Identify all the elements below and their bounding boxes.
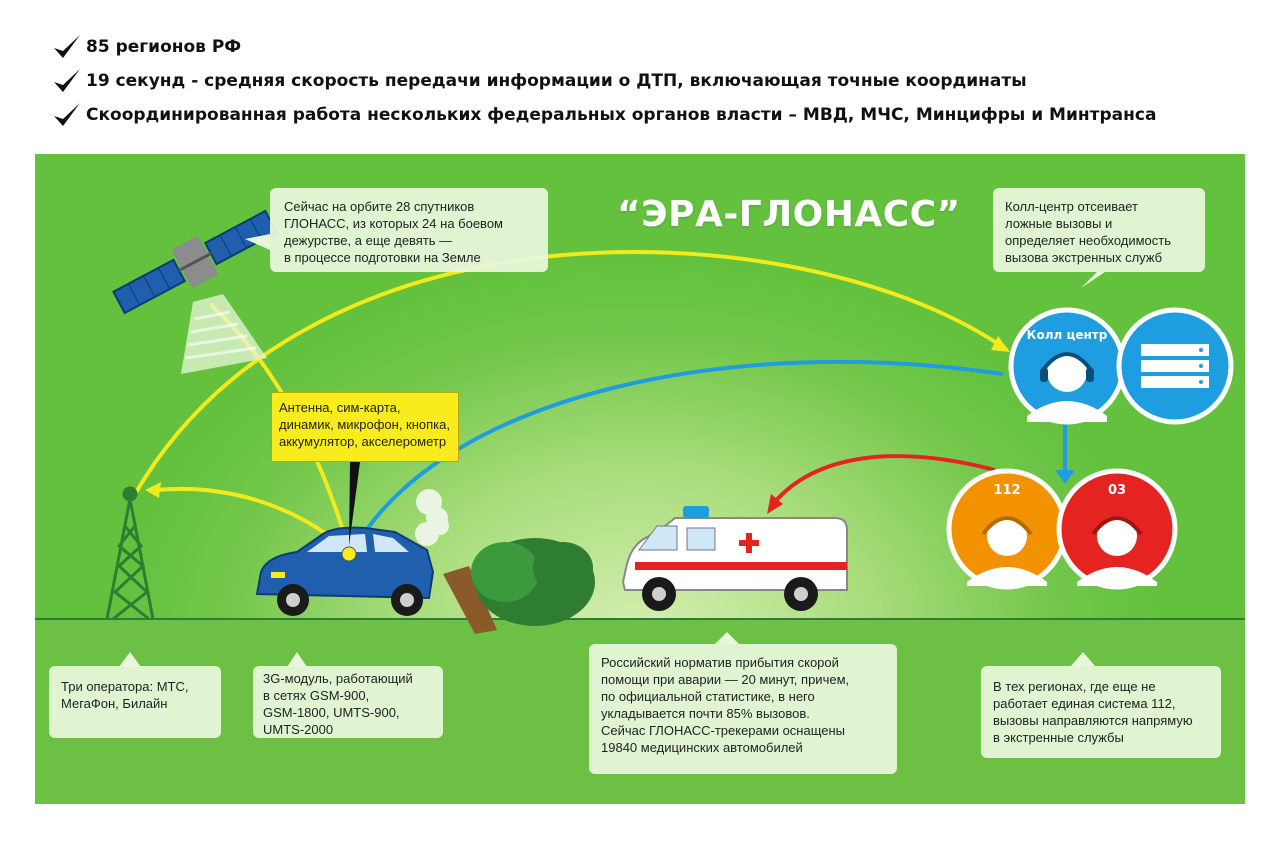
check-icon — [54, 103, 80, 126]
bullet-text: 19 секунд - средняя скорость передачи ин… — [86, 71, 1027, 91]
callcenter-label: Колл центр — [1027, 328, 1108, 342]
tree-icon — [443, 538, 595, 634]
satellite-icon — [112, 209, 278, 374]
operators-note: Три оператора: МТС, МегаФон, Билайн — [61, 679, 189, 711]
check-icon — [54, 35, 80, 58]
check-icon — [54, 69, 80, 92]
era-glonass-infographic: Колл центр 112 03 — [35, 154, 1245, 804]
device-callout: Антенна, сим-карта, динамик, микрофон, к… — [271, 392, 459, 462]
arrowhead — [1055, 470, 1075, 484]
bullet-text: 85 регионов РФ — [86, 37, 242, 57]
norm-callout: Российский норматив прибытия скорой помо… — [589, 644, 897, 774]
service-112-icon: 112 — [946, 468, 1068, 590]
bullet-item: 19 секунд - средняя скорость передачи ин… — [52, 64, 1156, 98]
callcenter-callout: Колл-центр отсеивает ложные вызовы и опр… — [993, 188, 1205, 272]
regions-note: В тех регионах, где еще не работает един… — [993, 679, 1193, 745]
service-03-icon: 03 — [1056, 468, 1178, 590]
cell-tower-icon — [105, 486, 155, 621]
operators-callout: Три оператора: МТС, МегаФон, Билайн — [49, 666, 221, 738]
callout-pointer — [287, 652, 307, 667]
server-icon — [1116, 307, 1234, 425]
module-note: 3G-модуль, работающий в сетях GSM-900, G… — [263, 671, 413, 737]
bullet-item: 85 регионов РФ — [52, 30, 1156, 64]
callout-pointer — [715, 632, 739, 644]
callout-pointer — [119, 652, 141, 667]
arrowhead — [145, 482, 161, 498]
service-03-label: 03 — [1108, 483, 1126, 498]
car-icon — [255, 526, 435, 616]
norm-note: Российский норматив прибытия скорой помо… — [601, 655, 850, 755]
bullet-text: Скоординированная работа нескольких феде… — [86, 105, 1157, 125]
module-callout: 3G-модуль, работающий в сетях GSM-900, G… — [253, 666, 443, 738]
callout-pointer — [1081, 272, 1105, 288]
satellite-callout: Сейчас на орбите 28 спутников ГЛОНАСС, и… — [270, 188, 548, 272]
service-112-label: 112 — [993, 483, 1020, 498]
infographic-title: “ЭРА-ГЛОНАСС” — [617, 194, 961, 235]
callcenter-operator-icon: Колл центр — [1008, 307, 1126, 425]
arrowhead — [991, 336, 1010, 352]
device-note: Антенна, сим-карта, динамик, микрофон, к… — [279, 400, 450, 449]
ambulance-icon — [621, 506, 848, 611]
satellite-note: Сейчас на орбите 28 спутников ГЛОНАСС, и… — [284, 199, 503, 265]
callout-pointer — [1071, 652, 1095, 666]
callcenter-note: Колл-центр отсеивает ложные вызовы и опр… — [1005, 199, 1172, 265]
smoke-icon — [415, 489, 449, 546]
signal-arc-services-ambulance — [771, 454, 996, 506]
bullet-item: Скоординированная работа нескольких феде… — [52, 98, 1156, 132]
bullet-list: 85 регионов РФ 19 секунд - средняя скоро… — [52, 30, 1156, 132]
regions-callout: В тех регионах, где еще не работает един… — [981, 666, 1221, 758]
callout-pointer — [349, 462, 360, 546]
arrowhead — [767, 494, 783, 514]
signal-arc-callcenter-car — [359, 359, 1004, 540]
callout-pointer — [245, 234, 270, 250]
signal-arc-tower-callcenter — [133, 249, 1009, 496]
